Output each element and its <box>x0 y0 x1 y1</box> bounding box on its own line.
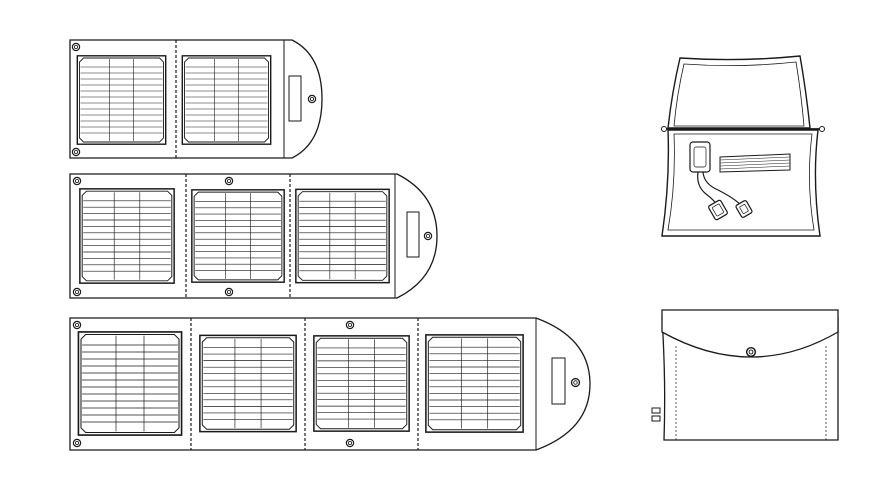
grommet-icon <box>71 147 81 157</box>
pouch-front-inner <box>667 133 815 231</box>
open-pouch <box>661 55 825 237</box>
grommet-icon <box>345 320 355 330</box>
connector-icon <box>708 199 728 221</box>
zipper-pull-icon <box>819 126 825 132</box>
grommet-icon <box>72 176 82 186</box>
label-window <box>551 357 566 405</box>
snap-button-icon <box>307 94 317 104</box>
cable <box>702 171 743 207</box>
grommet-icon <box>71 42 81 52</box>
two-panel-charger <box>69 39 323 159</box>
grommet-icon <box>72 287 82 297</box>
three-panel-charger <box>69 173 438 299</box>
connector-icon <box>712 203 724 217</box>
usb-controller-face <box>693 146 707 168</box>
grommet-icon <box>72 438 82 448</box>
snap-button-icon <box>570 377 581 388</box>
connector-icon <box>735 200 753 218</box>
snap-button-icon <box>423 231 433 241</box>
usb-controller <box>689 141 711 173</box>
elastic-strap <box>719 153 791 173</box>
grommet-icon <box>224 287 234 297</box>
pouch-front <box>661 129 821 237</box>
pouch-back-flap <box>667 55 811 129</box>
pouch-flap <box>661 309 839 358</box>
grommet-icon <box>224 176 234 186</box>
pouch-back-flap-inner <box>673 61 805 127</box>
label-window <box>406 211 420 258</box>
snap-button-icon <box>745 346 757 358</box>
four-panel-charger <box>69 317 591 451</box>
charger-outline <box>69 39 323 159</box>
closed-pouch <box>651 309 839 441</box>
connector-icon <box>739 204 749 214</box>
grommet-icon <box>345 438 355 448</box>
label-window <box>288 75 302 122</box>
grommet-icon <box>72 320 82 330</box>
zipper-pull-icon <box>661 126 667 132</box>
charger-outline <box>69 173 438 299</box>
side-tab-icon <box>651 407 661 422</box>
